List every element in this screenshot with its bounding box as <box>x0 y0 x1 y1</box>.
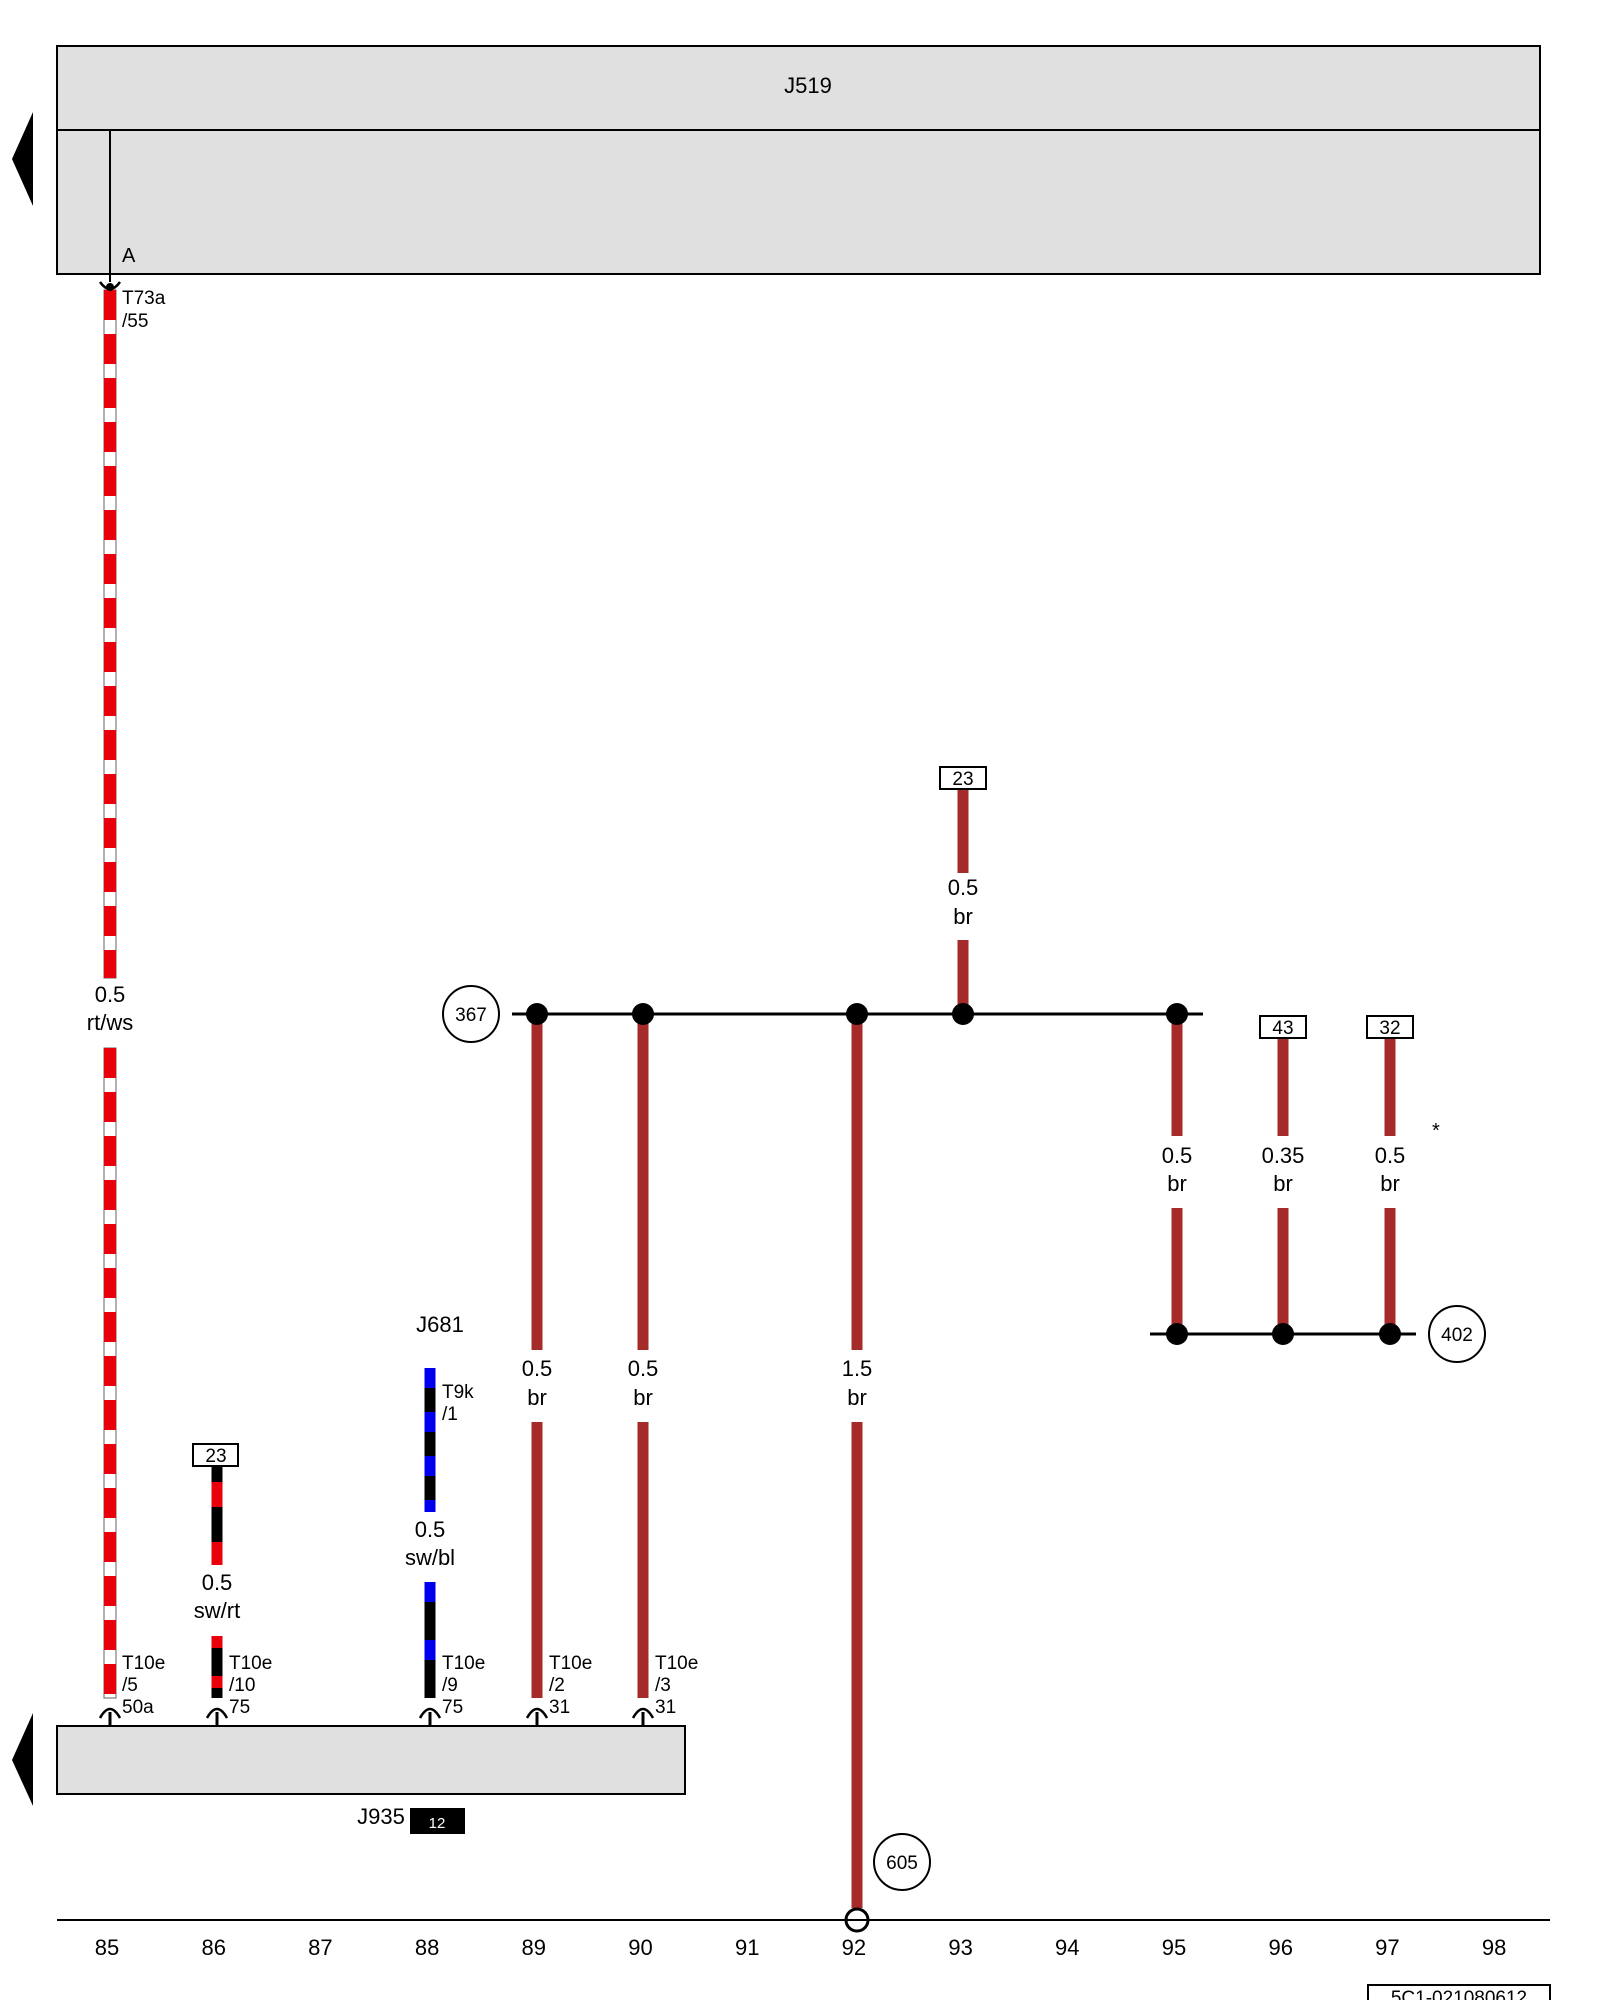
wire-97: 32 0.5 br * <box>1366 1015 1440 1334</box>
wire-85-size: 0.5 <box>95 982 126 1007</box>
svg-text:31: 31 <box>655 1697 676 1718</box>
wire-96: 43 0.35 br <box>1259 1015 1307 1334</box>
connector-t10e-3: T10e /3 31 <box>631 1653 698 1726</box>
ground-402-label: 402 <box>1441 1325 1473 1346</box>
note-mark: * <box>1432 1120 1440 1142</box>
wire-86-color: sw/rt <box>194 1598 240 1623</box>
t73a-pin: /55 <box>122 311 148 332</box>
ground-367-label: 367 <box>455 1005 487 1026</box>
svg-text:75: 75 <box>442 1697 463 1718</box>
connector-t10e-10: T10e /10 75 <box>205 1653 272 1726</box>
svg-text:T10e: T10e <box>442 1653 485 1674</box>
wire-89: 0.5 br <box>522 1003 553 1698</box>
wire-92-color: br <box>847 1385 867 1410</box>
column-number: 94 <box>1055 1935 1079 1960</box>
t9k-name: T9k <box>442 1382 474 1403</box>
connector-t10e-9: T10e /9 75 <box>418 1653 485 1726</box>
column-number: 96 <box>1268 1935 1292 1960</box>
ref-93: 23 <box>952 769 973 790</box>
wire-90-size: 0.5 <box>628 1356 659 1381</box>
wire-86: 23 0.5 sw/rt <box>192 1443 240 1698</box>
svg-text:/3: /3 <box>655 1675 671 1696</box>
wire-85-color: rt/ws <box>87 1010 133 1035</box>
column-numbers: 85 86 87 88 89 90 91 92 93 94 95 96 97 98 <box>95 1935 1507 1960</box>
column-number: 93 <box>948 1935 972 1960</box>
column-number: 95 <box>1162 1935 1186 1960</box>
wire-97-color: br <box>1380 1171 1400 1196</box>
wire-93-size: 0.5 <box>948 875 979 900</box>
column-number: 92 <box>842 1935 866 1960</box>
svg-text:/9: /9 <box>442 1675 458 1696</box>
column-number: 97 <box>1375 1935 1399 1960</box>
svg-text:/5: /5 <box>122 1675 138 1696</box>
column-number: 87 <box>308 1935 332 1960</box>
wire-92: 1.5 br 605 <box>842 1003 931 1933</box>
svg-text:T10e: T10e <box>549 1653 592 1674</box>
j935-badge: 12 <box>429 1815 446 1832</box>
column-number: 89 <box>522 1935 546 1960</box>
ref-96: 43 <box>1272 1018 1293 1039</box>
wire-96-color: br <box>1273 1171 1293 1196</box>
document-code-box: 5C1-021080612 <box>1367 1984 1551 2000</box>
wire-93-color: br <box>953 904 973 929</box>
wire-88: J681 T9k /1 0.5 sw/bl <box>405 1312 474 1698</box>
column-number: 86 <box>201 1935 225 1960</box>
left-arrow-bottom <box>12 1713 33 1806</box>
svg-text:T10e: T10e <box>655 1653 698 1674</box>
svg-text:T10e: T10e <box>122 1653 165 1674</box>
wire-93: 23 0.5 br <box>939 766 987 1025</box>
svg-text:50a: 50a <box>122 1697 154 1718</box>
column-number: 90 <box>628 1935 652 1960</box>
ground-605-label: 605 <box>886 1853 918 1874</box>
component-j519: J519 A <box>56 45 1541 282</box>
ref-86: 23 <box>205 1446 226 1467</box>
wire-95-size: 0.5 <box>1162 1143 1193 1168</box>
column-number: 98 <box>1482 1935 1506 1960</box>
svg-text:T10e: T10e <box>229 1653 272 1674</box>
connector-t10e-2: T10e /2 31 <box>525 1653 592 1726</box>
t73a-name: T73a <box>122 288 166 309</box>
svg-text:/10: /10 <box>229 1675 255 1696</box>
ground-bus-402: 402 <box>1150 1305 1486 1363</box>
wire-88-size: 0.5 <box>415 1517 446 1542</box>
wire-95-color: br <box>1167 1171 1187 1196</box>
column-number: 88 <box>415 1935 439 1960</box>
component-j935: J935 12 <box>56 1725 686 1834</box>
ref-97: 32 <box>1379 1018 1400 1039</box>
wire-95: 0.5 br <box>1162 1003 1193 1334</box>
j935-label: J935 <box>357 1804 405 1829</box>
left-arrow-top <box>12 112 33 206</box>
j519-label: J519 <box>784 73 832 98</box>
connector-t10e-5: T10e /5 50a <box>98 1653 165 1726</box>
wire-90: 0.5 br <box>628 1003 659 1698</box>
document-code: 5C1-021080612 <box>1391 1988 1527 2000</box>
wire-97-size: 0.5 <box>1375 1143 1406 1168</box>
wire-88-color: sw/bl <box>405 1545 455 1570</box>
column-number: 85 <box>95 1935 119 1960</box>
svg-text:75: 75 <box>229 1697 250 1718</box>
svg-text:/2: /2 <box>549 1675 565 1696</box>
wire-90-color: br <box>633 1385 653 1410</box>
wire-89-size: 0.5 <box>522 1356 553 1381</box>
connector-t73a: T73a /55 <box>98 281 166 332</box>
wire-92-size: 1.5 <box>842 1356 873 1381</box>
svg-text:31: 31 <box>549 1697 570 1718</box>
wire-85: 0.5 rt/ws <box>87 289 133 1699</box>
wire-86-size: 0.5 <box>202 1570 233 1595</box>
wire-89-color: br <box>527 1385 547 1410</box>
column-number: 91 <box>735 1935 759 1960</box>
ground-bus-367: 367 <box>442 985 1203 1043</box>
t9k-pin: /1 <box>442 1404 458 1425</box>
point-a-label: A <box>122 245 136 267</box>
wire-96-size: 0.35 <box>1262 1143 1305 1168</box>
j681-label: J681 <box>416 1312 464 1337</box>
